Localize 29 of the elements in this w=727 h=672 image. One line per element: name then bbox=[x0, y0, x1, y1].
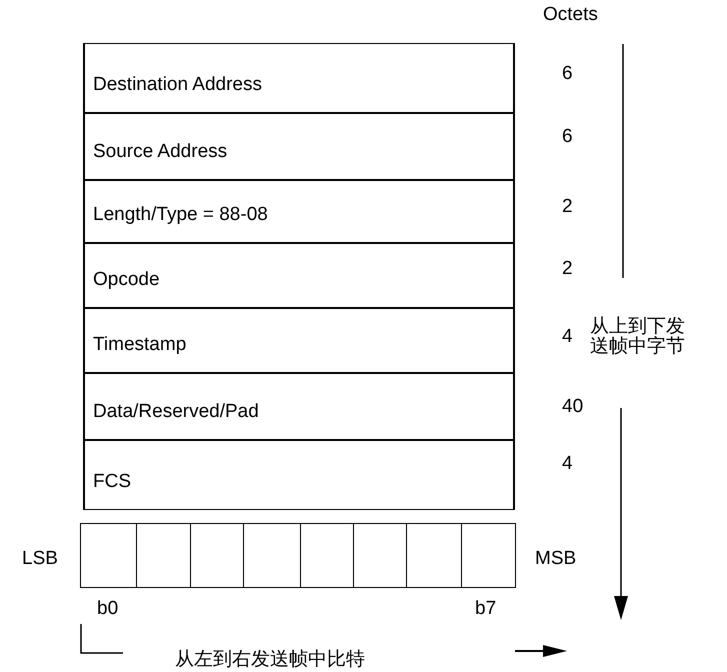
bit-cell bbox=[461, 523, 516, 588]
octet-count: 4 bbox=[562, 326, 573, 348]
column-header: Octets bbox=[543, 4, 598, 26]
field-name: FCS bbox=[93, 471, 131, 493]
bit-cell bbox=[406, 523, 462, 588]
bit-cell bbox=[353, 523, 407, 588]
bit-number: b7 bbox=[475, 598, 496, 620]
field-name: Destination Address bbox=[93, 74, 262, 96]
bit-cell bbox=[243, 523, 301, 588]
bit-order-label: LSB bbox=[22, 548, 58, 570]
bit-order-label: MSB bbox=[535, 548, 576, 570]
field-name: Data/Reserved/Pad bbox=[93, 401, 259, 423]
field-name: Source Address bbox=[93, 141, 228, 163]
bit-cell bbox=[300, 523, 354, 588]
field-name: Length/Type = 88-08 bbox=[93, 204, 268, 226]
octet-count: 40 bbox=[562, 396, 584, 418]
field-name: Timestamp bbox=[93, 334, 186, 356]
field-name: Opcode bbox=[93, 269, 160, 291]
bit-cell bbox=[136, 523, 191, 588]
octet-count: 6 bbox=[562, 63, 573, 85]
octet-count: 4 bbox=[562, 453, 573, 475]
bit-number: b0 bbox=[97, 598, 118, 620]
direction-note: 从上到下发送帧中字节 bbox=[590, 316, 686, 356]
bit-cell bbox=[190, 523, 244, 588]
octet-count: 6 bbox=[562, 126, 573, 148]
direction-note: 从左到右发送帧中比特 bbox=[175, 647, 365, 672]
bit-cell bbox=[80, 523, 137, 588]
octet-count: 2 bbox=[562, 258, 573, 280]
octet-count: 2 bbox=[562, 196, 573, 218]
